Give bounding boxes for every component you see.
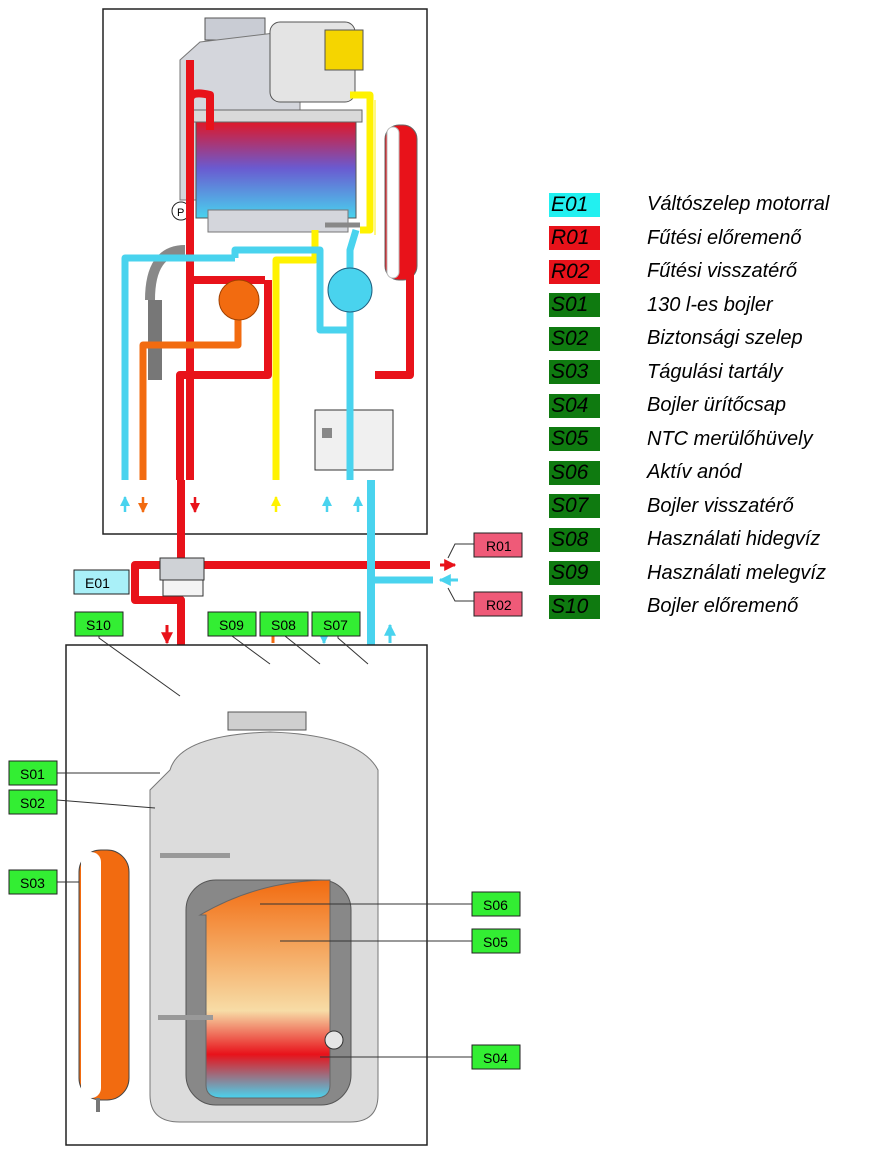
boiler-connection-arrows	[120, 496, 363, 513]
svg-text:S01: S01	[20, 766, 45, 782]
tag-s08: S08	[259, 611, 309, 637]
tag-s05: S05	[471, 928, 521, 954]
legend-desc: 130 l-es bojler	[647, 293, 773, 316]
legend-code: S04	[549, 393, 600, 418]
legend-item-s04: S04 Bojler ürítőcsap	[549, 389, 829, 423]
svg-text:S02: S02	[20, 795, 45, 811]
legend-item-s07: S07 Bojler visszatérő	[549, 490, 829, 524]
legend-desc: Bojler előremenő	[647, 595, 799, 618]
tag-s02: S02	[8, 789, 58, 815]
tag-s01: S01	[8, 760, 58, 786]
svg-text:P: P	[177, 207, 184, 219]
svg-text:E01: E01	[85, 575, 110, 591]
legend-item-s01: S01 130 l-es bojler	[549, 289, 829, 323]
svg-text:S04: S04	[483, 1050, 508, 1066]
legend-code: S03	[549, 360, 600, 385]
legend-desc: Biztonsági szelep	[647, 327, 803, 350]
svg-text:S05: S05	[483, 934, 508, 950]
svg-text:S10: S10	[86, 617, 111, 633]
tag-e01: E01	[73, 569, 130, 595]
legend-desc: Bojler visszatérő	[647, 494, 794, 517]
tag-s07: S07	[311, 611, 361, 637]
legend-item-s03: S03 Tágulási tartály	[549, 356, 829, 390]
legend-code: S07	[549, 494, 600, 519]
legend-item-e01: E01 Váltószelep motorral	[549, 188, 829, 222]
svg-text:S09: S09	[219, 617, 244, 633]
expansion-vessel	[78, 849, 130, 1112]
tag-s10: S10	[74, 611, 124, 637]
legend-code: S05	[549, 427, 600, 452]
tag-s04: S04	[471, 1044, 521, 1070]
svg-text:S06: S06	[483, 897, 508, 913]
svg-text:S07: S07	[323, 617, 348, 633]
tag-s06: S06	[471, 891, 521, 917]
tag-r01: R01	[473, 532, 523, 558]
legend-code: R01	[549, 226, 600, 251]
legend-code: S09	[549, 561, 600, 586]
legend-item-s08: S08 Használati hidegvíz	[549, 523, 829, 557]
legend-desc: Tágulási tartály	[647, 360, 783, 383]
legend-item-s10: S10 Bojler előremenő	[549, 590, 829, 624]
legend-item-s02: S02 Biztonsági szelep	[549, 322, 829, 356]
svg-text:S03: S03	[20, 875, 45, 891]
legend-item-s05: S05 NTC merülőhüvely	[549, 423, 829, 457]
legend-desc: Fűtési előremenő	[647, 226, 802, 249]
legend-code: E01	[549, 192, 600, 217]
diverter-valve	[159, 557, 205, 597]
legend-code: S08	[549, 527, 600, 552]
svg-text:R01: R01	[486, 538, 512, 554]
legend-code: R02	[549, 259, 600, 284]
legend: E01 Váltószelep motorral R01 Fűtési előrem…	[549, 188, 829, 624]
legend-item-r01: R01 Fűtési előremenő	[549, 222, 829, 256]
storage-tank	[149, 711, 379, 1123]
legend-code: S06	[549, 460, 600, 485]
legend-desc: Aktív anód	[647, 461, 742, 484]
legend-item-s09: S09 Használati melegvíz	[549, 557, 829, 591]
legend-code: S10	[549, 594, 600, 619]
legend-item-s06: S06 Aktív anód	[549, 456, 829, 490]
legend-desc: Váltószelep motorral	[647, 193, 830, 216]
tag-r02: R02	[473, 591, 523, 617]
legend-desc: Használati melegvíz	[647, 561, 826, 584]
legend-desc: Bojler ürítőcsap	[647, 394, 786, 417]
legend-code: S02	[549, 326, 600, 351]
legend-desc: Fűtési visszatérő	[647, 260, 798, 283]
tag-s09: S09	[207, 611, 257, 637]
legend-item-r02: R02 Fűtési visszatérő	[549, 255, 829, 289]
legend-desc: NTC merülőhüvely	[647, 427, 813, 450]
svg-text:R02: R02	[486, 597, 512, 613]
legend-code: S01	[549, 293, 600, 318]
svg-text:S08: S08	[271, 617, 296, 633]
boiler-pipes	[121, 60, 414, 480]
tag-s03: S03	[8, 869, 58, 895]
legend-desc: Használati hidegvíz	[647, 528, 821, 551]
